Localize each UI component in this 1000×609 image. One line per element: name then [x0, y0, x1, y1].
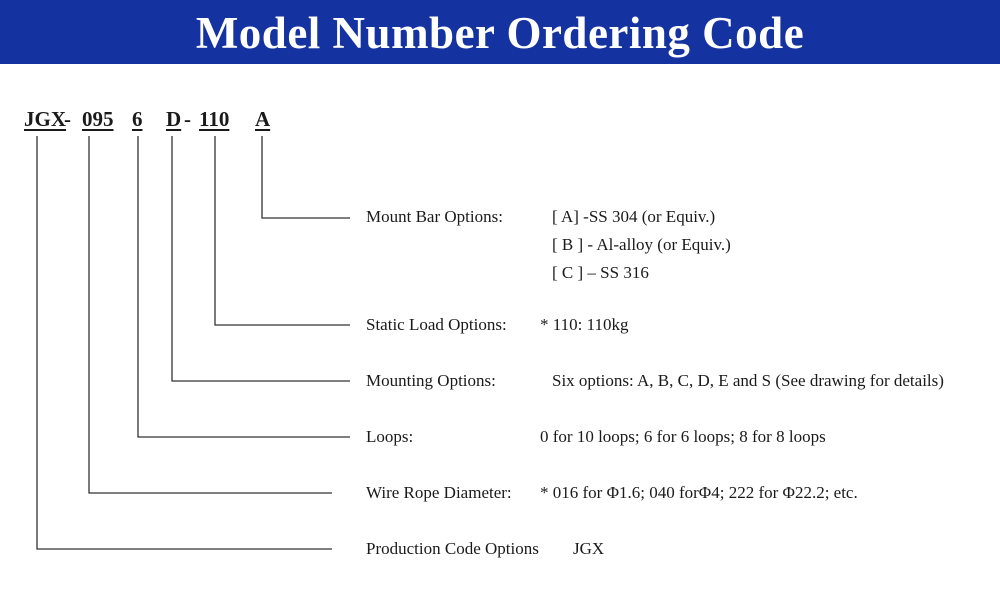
code-part-loops: 6 — [132, 107, 143, 131]
value-static-load: * 110: 110kg — [540, 315, 629, 334]
leader-wire-rope — [88, 136, 332, 494]
leader-production — [36, 136, 332, 550]
leader-mounting — [171, 136, 350, 382]
label-mounting: Mounting Options: — [366, 371, 496, 390]
header-banner — [0, 0, 1000, 64]
leader-loops — [137, 136, 350, 438]
code-part-mount-bar: A — [255, 107, 271, 131]
label-production: Production Code Options — [366, 539, 539, 558]
label-loops: Loops: — [366, 427, 414, 446]
code-part-mounting: D — [166, 107, 182, 131]
label-wire-rope: Wire Rope Diameter: — [366, 483, 512, 502]
value-loops: 0 for 10 loops; 6 for 6 loops; 8 for 8 l… — [540, 427, 826, 446]
leader-mount-bar — [261, 136, 350, 219]
label-mount-bar: Mount Bar Options: — [366, 207, 503, 226]
label-static-load: Static Load Options: — [366, 315, 507, 334]
value-mounting: Six options: A, B, C, D, E and S (See dr… — [552, 371, 944, 390]
value-mount-bar-c: [ C ] – SS 316 — [552, 263, 649, 282]
leader-static-load — [214, 136, 350, 326]
code-separator: - — [184, 107, 191, 131]
code-part-production: JGX — [24, 107, 66, 131]
page-title: Model Number Ordering Code — [195, 8, 805, 58]
code-separator: - — [64, 107, 71, 131]
value-mount-bar-b: [ B ] - Al-alloy (or Equiv.) — [552, 235, 731, 254]
code-part-diameter: 095 — [82, 107, 114, 131]
value-mount-bar-a: [ A] -SS 304 (or Equiv.) — [552, 207, 716, 226]
value-wire-rope: * 016 for Φ1.6; 040 forΦ4; 222 for Φ22.2… — [540, 483, 858, 502]
code-part-load: 110 — [199, 107, 230, 131]
value-production: JGX — [573, 539, 605, 558]
